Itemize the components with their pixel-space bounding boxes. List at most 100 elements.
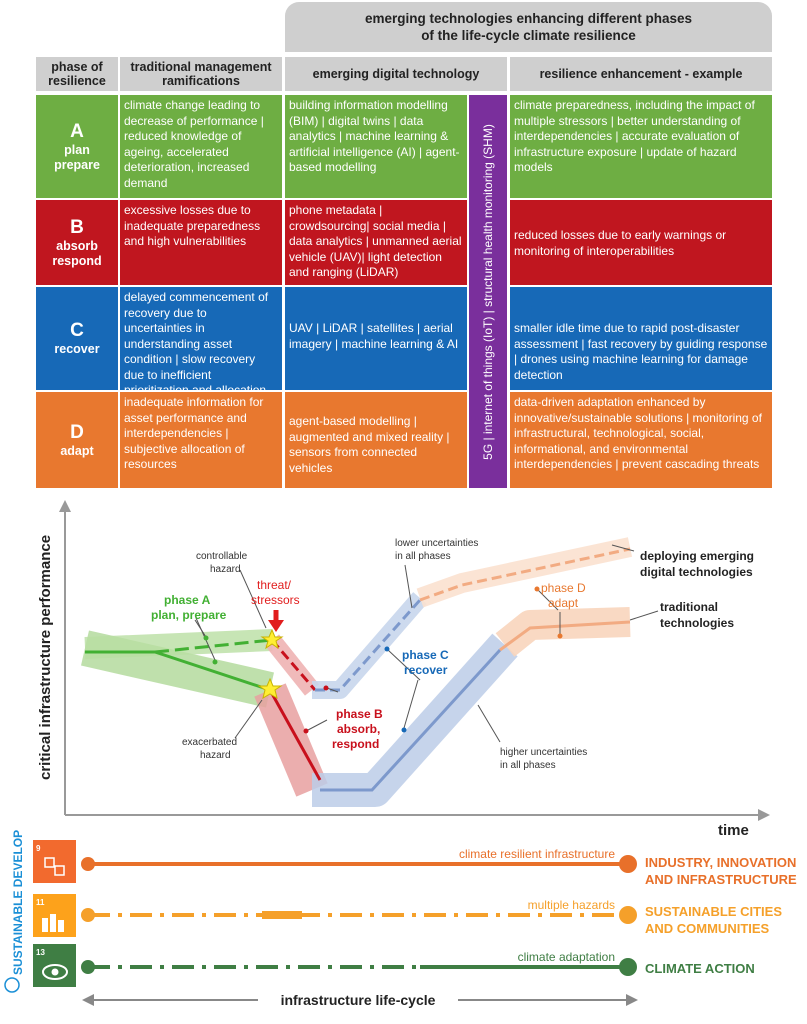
phase-b-cell: B absorb respond <box>36 200 118 285</box>
phase-b-dot-2 <box>323 685 329 691</box>
lifecycle-left-arrow-icon <box>82 994 94 1006</box>
leader-phase-d <box>537 589 559 611</box>
phase-b-name2: respond <box>52 253 102 268</box>
leader-phase-a-2 <box>194 619 207 638</box>
row-a-traditional: climate change leading to decrease of pe… <box>120 95 282 198</box>
phase-b-label-2: absorb, <box>337 722 380 736</box>
controllable-hazard-star-icon <box>260 628 284 650</box>
row-c-digital: UAV | LiDAR | satellites | aerial imager… <box>285 287 467 390</box>
col-header-phase: phase of resilience <box>36 57 118 91</box>
sdg-side-label: SUSTAINABLE DEVELOPMENT GOALS <box>11 830 25 975</box>
sdg-11-end-dot <box>619 906 637 924</box>
threat-label-2: stressors <box>251 593 300 607</box>
phase-a-label-2: plan, prepare <box>151 608 227 622</box>
band-b-traditional <box>254 683 328 797</box>
leader-deploying <box>611 544 635 552</box>
header-line-1: emerging technologies enhancing differen… <box>364 11 693 26</box>
phase-d-cell: D adapt <box>36 392 118 488</box>
lifecycle-label-bg <box>258 990 458 1010</box>
row-d-digital: agent-based modelling | augmented and mi… <box>285 392 467 488</box>
phase-c-name1: recover <box>54 342 100 356</box>
deploying-label-2: digital technologies <box>640 565 753 579</box>
sdg-13-eye-pupil-icon <box>51 968 59 976</box>
phase-d-label-2: adapt <box>548 596 579 610</box>
row-b-digital: phone metadata | crowdsourcing| social m… <box>285 200 467 285</box>
sdg-11-start-dot <box>81 908 95 922</box>
sdg-9-label-2: AND INFRASTRUCTURE <box>645 872 797 887</box>
phase-d-dot <box>534 586 540 592</box>
row-d-resilience: data-driven adaptation enhanced by innov… <box>510 392 772 488</box>
phase-b-label-3: respond <box>332 737 379 751</box>
deploying-label-1: deploying emerging <box>640 549 754 563</box>
higher-uncertainties-label-2: in all phases <box>500 760 556 771</box>
leader-phase-b-2 <box>326 687 339 693</box>
table-super-header: emerging technologies enhancing differen… <box>285 2 772 52</box>
row-a-resilience: climate preparedness, including the impa… <box>510 95 772 198</box>
x-axis-label: time <box>718 822 749 839</box>
leader-exacerbated <box>234 699 263 739</box>
sdg-11-number: 11 <box>36 898 45 907</box>
sdg-13-eye-icon <box>42 964 68 980</box>
phase-a-name1: plan <box>64 142 90 157</box>
sdg-9-start-dot <box>81 857 95 871</box>
phase-a-letter: A <box>70 120 84 142</box>
phase-c-dot <box>401 727 407 733</box>
exacerbated-label-1: exacerbated <box>182 737 237 748</box>
phase-c-dot-2 <box>384 646 390 652</box>
lifecycle-right-arrow-icon <box>626 994 638 1006</box>
sdg-13-number: 13 <box>36 948 45 957</box>
sdg-11-label-2: AND COMMUNITIES <box>645 921 770 936</box>
leader-traditional <box>629 610 659 621</box>
leader-controllable <box>239 569 267 629</box>
phase-d-label-1: phase D <box>541 581 586 595</box>
sdg-11-building2-icon <box>50 914 56 932</box>
sdg-9-end-dot <box>619 855 637 873</box>
controllable-label-2: hazard <box>210 564 241 575</box>
sdg-13-line-label: climate adaptation <box>518 950 615 964</box>
threat-label-1: threat/ <box>257 578 292 592</box>
exacerbated-hazard-star-icon <box>257 677 283 700</box>
traditional-label-1: traditional <box>660 600 718 614</box>
col-header-digital: emerging digital technology <box>285 57 507 91</box>
row-b-resilience: reduced losses due to early warnings or … <box>510 200 772 285</box>
phase-b-letter: B <box>70 216 84 238</box>
col-header-traditional: traditional management ramifications <box>120 57 282 91</box>
sdg-9-number: 9 <box>36 844 41 853</box>
phase-c-cell: C recover <box>36 287 118 390</box>
sdg-11-line-segment <box>262 911 302 919</box>
header-line-2: of the life-cycle climate resilience <box>421 28 636 43</box>
col-header-resilience: resilience enhancement - example <box>510 57 772 91</box>
line-d-emerging <box>419 547 631 602</box>
y-axis-label: critical infrastructure performance <box>37 535 54 780</box>
band-a-emerging <box>84 629 273 659</box>
phase-b-label-1: phase B <box>336 707 383 721</box>
row-b-traditional: excessive losses due to inadequate prepa… <box>120 200 282 285</box>
line-c-traditional <box>320 648 502 792</box>
phase-a-cell: A plan prepare <box>36 95 118 198</box>
sdg-section: SUSTAINABLE DEVELOPMENT GOALS 9 11 13 cl… <box>4 830 797 1010</box>
sdg-13-end-dot <box>619 958 637 976</box>
lifecycle-label: infrastructure life-cycle <box>281 992 436 1008</box>
band-d-emerging <box>416 537 633 608</box>
phase-c-letter: C <box>70 320 84 341</box>
sdg-11-building-icon <box>42 918 48 932</box>
phase-b-dot <box>303 728 309 734</box>
phase-d-dot-2 <box>557 633 563 639</box>
row-c-traditional: delayed commencement of recovery due to … <box>120 287 282 390</box>
sdg-11-line-label: multiple hazards <box>528 898 615 912</box>
phase-c-label-2: recover <box>404 663 448 677</box>
y-axis-arrow-icon <box>59 500 71 512</box>
sdg-11-building3-icon <box>58 920 64 932</box>
exacerbated-label-2: hazard <box>200 750 231 761</box>
leader-lower <box>404 564 413 609</box>
row-a-digital: building information modelling (BIM) | d… <box>285 95 467 198</box>
phase-b-name1: absorb <box>56 238 98 253</box>
leader-higher <box>477 704 501 743</box>
sdg-9-cube-icon <box>44 857 55 868</box>
line-b-emerging <box>270 639 317 691</box>
sdg-13-start-dot <box>81 960 95 974</box>
iot-label: 5G | internet of things (IoT) | structur… <box>481 123 496 460</box>
phase-a-label-1: phase A <box>164 593 211 607</box>
x-axis-arrow-icon <box>758 809 770 821</box>
sdg-9-label-1: INDUSTRY, INNOVATION <box>645 855 796 870</box>
